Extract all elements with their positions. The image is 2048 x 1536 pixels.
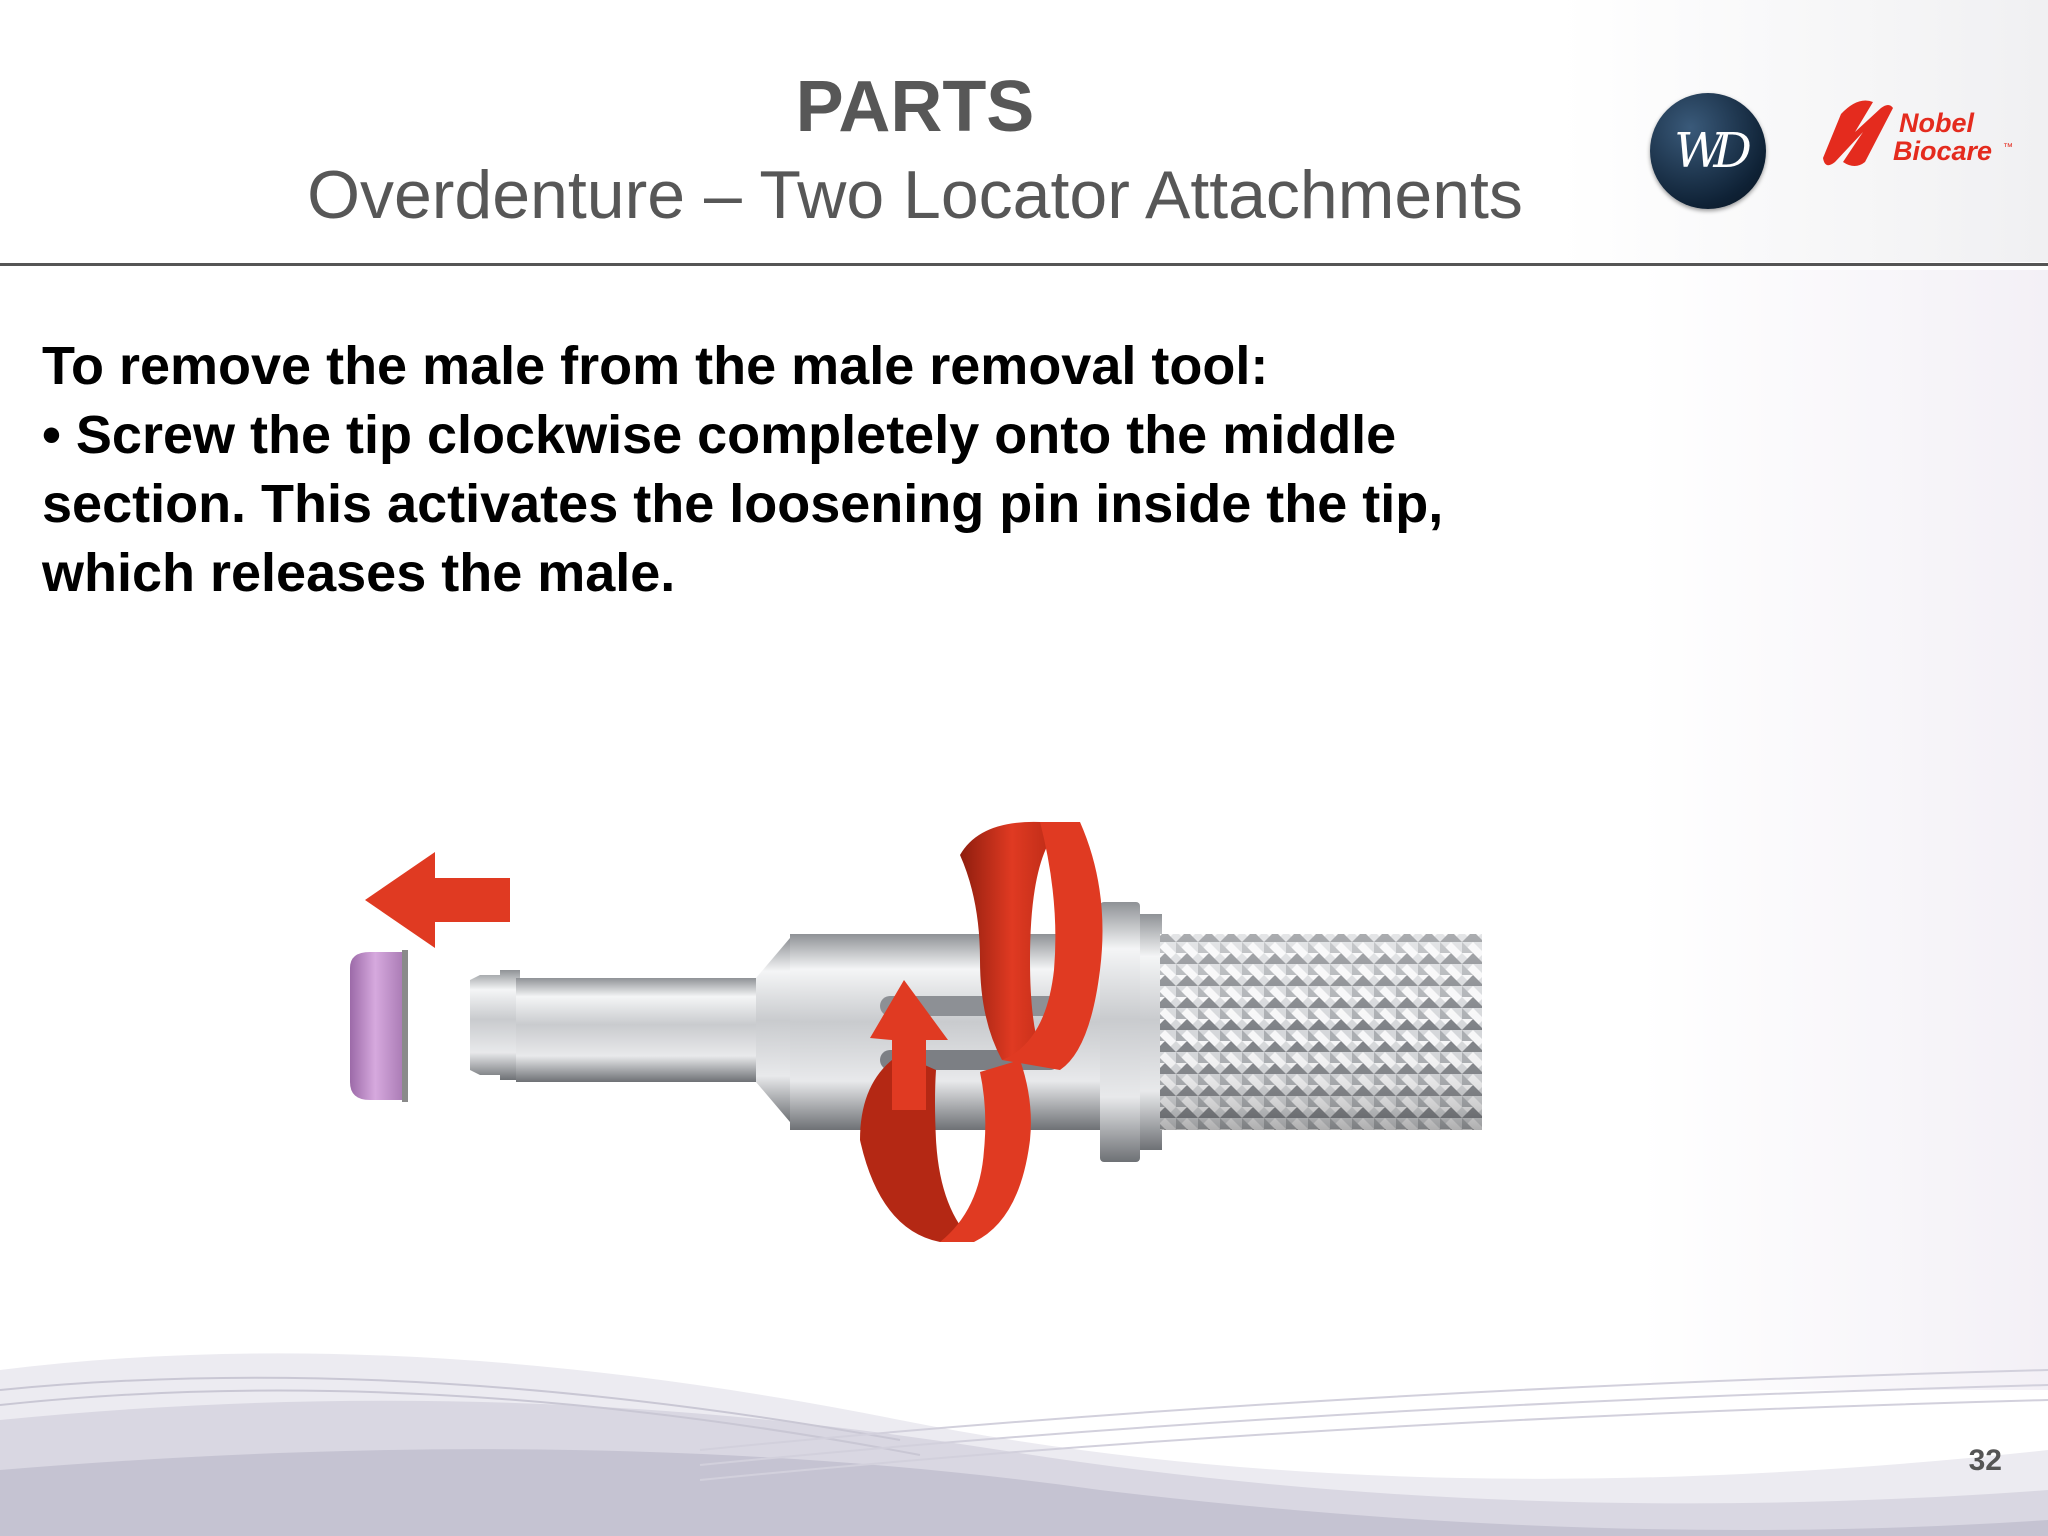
header-fade: [1560, 0, 2048, 262]
male-removal-tool-illustration-icon: [350, 821, 1482, 1242]
male-cap: [350, 952, 406, 1100]
wd-logo-text: WD: [1674, 123, 1752, 179]
body-text: To remove the male from the male removal…: [42, 332, 1522, 608]
instruction-bullet: • Screw the tip clockwise completely ont…: [42, 405, 1444, 603]
wd-monogram-logo-icon: WD: [1650, 93, 1766, 209]
title-block: PARTS Overdenture – Two Locator Attachme…: [0, 62, 1830, 238]
nobel-logo-tm: ™: [2003, 142, 2013, 153]
nobel-biocare-logo-icon: Nobel Biocare ™: [1823, 100, 2013, 166]
instruction-heading: To remove the male from the male removal…: [42, 336, 1269, 396]
nobel-logo-line1: Nobel: [1899, 108, 1975, 138]
left-arrow: [365, 852, 510, 948]
slide-title: PARTS: [795, 67, 1035, 147]
slide-subtitle: Overdenture – Two Locator Attachments: [307, 157, 1523, 233]
background-fade: [1640, 270, 2048, 1390]
page-number: 32: [1968, 1444, 2002, 1477]
decorative-waves: [0, 1353, 2048, 1536]
header-divider: [0, 263, 2048, 266]
nobel-logo-line2: Biocare: [1893, 136, 1992, 166]
